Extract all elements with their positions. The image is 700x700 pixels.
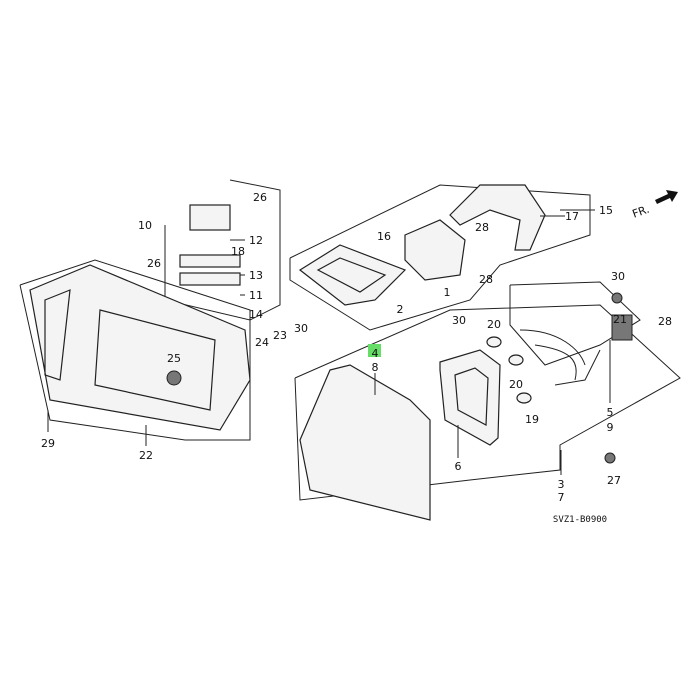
callout-10[interactable]: 10 [138,219,152,232]
socket-part [611,314,633,341]
gasket-part [439,349,501,446]
license-garnish-part [29,264,251,431]
group-box-5 [509,281,641,366]
callout-18[interactable]: 18 [231,245,245,258]
high-mount-stop-light-part [298,244,407,306]
callout-16[interactable]: 16 [377,230,391,243]
callout-28[interactable]: 28 [658,315,672,328]
callout-24[interactable]: 24 [255,336,269,349]
callout-26[interactable]: 26 [147,257,161,270]
nut-27-part [604,452,616,464]
front-arrow-label: FR. [631,203,651,221]
callout-12[interactable]: 12 [249,234,263,247]
callout-7[interactable]: 7 [558,491,565,504]
callout-2[interactable]: 2 [397,303,404,316]
callout-21[interactable]: 21 [613,313,627,326]
tail-lamp-lens-part [299,364,431,521]
callout-27[interactable]: 27 [607,474,621,487]
group-box-22 [19,259,251,441]
bulb-20b [508,354,524,366]
callout-23[interactable]: 23 [273,329,287,342]
callout-30[interactable]: 30 [294,322,308,335]
light-lens-13-part [179,254,241,268]
callout-8[interactable]: 8 [372,361,379,374]
group-box-10 [164,179,281,321]
front-arrow-icon: FR. [631,190,678,221]
callout-29[interactable]: 29 [41,437,55,450]
nut-30-part [611,292,623,304]
callout-20[interactable]: 20 [487,318,501,331]
light-base-11-part [179,272,241,286]
callout-20[interactable]: 20 [509,378,523,391]
callout-4[interactable]: 4 [372,347,379,360]
callout-14[interactable]: 14 [249,308,263,321]
leader-lines [145,209,611,475]
screw-part [166,370,182,386]
callout-28[interactable]: 28 [479,273,493,286]
spoiler-lens-part [449,184,546,251]
callout-25[interactable]: 25 [167,352,181,365]
highlight-callout-4 [368,344,381,357]
callout-13[interactable]: 13 [249,269,263,282]
callout-28[interactable]: 28 [475,221,489,234]
callout-11[interactable]: 11 [249,289,263,302]
hmsl-housing-part [404,219,466,281]
diagram-code: SVZ1-B0900 [553,515,607,525]
callout-3[interactable]: 3 [558,478,565,491]
bulb-19 [516,392,532,404]
bulb-20a [486,336,502,348]
callout-22[interactable]: 22 [139,449,153,462]
callout-5[interactable]: 5 [607,406,614,419]
callout-19[interactable]: 19 [525,413,539,426]
callout-6[interactable]: 6 [455,460,462,473]
wire-harness-part [519,329,601,386]
callout-30[interactable]: 30 [611,270,625,283]
callout-15[interactable]: 15 [599,204,613,217]
callout-26[interactable]: 26 [253,191,267,204]
callout-9[interactable]: 9 [607,421,614,434]
lamp-holder-part [189,204,231,231]
callout-17[interactable]: 17 [565,210,579,223]
callout-1[interactable]: 1 [444,286,451,299]
callout-30[interactable]: 30 [452,314,466,327]
